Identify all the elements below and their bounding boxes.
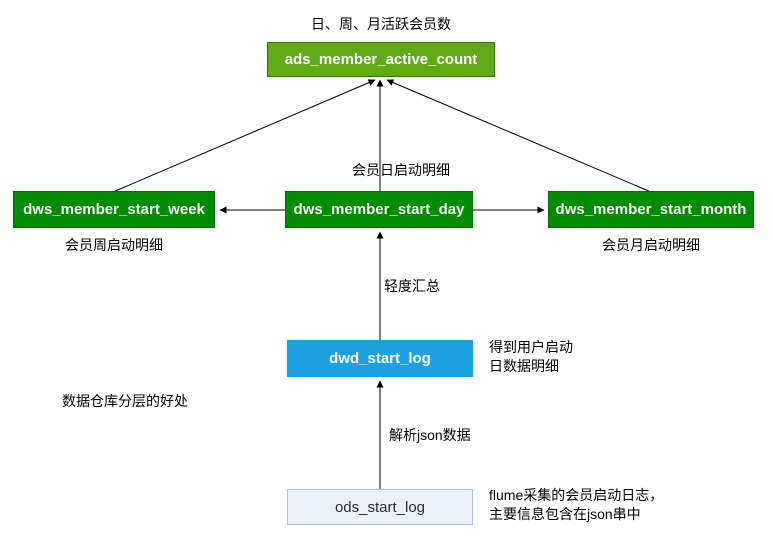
node-ods-start-log: ods_start_log	[287, 489, 473, 525]
edge-week-to-ads-arrow	[112, 79, 376, 193]
ods-note-line1: flume采集的会员启动日志，	[489, 487, 664, 503]
node-dwd-start-log: dwd_start_log	[287, 340, 473, 377]
node-dws-member-start-day: dws_member_start_day	[285, 191, 473, 228]
node-ads-member-active-count: ads_member_active_count	[267, 42, 495, 77]
dwd-note: 得到用户启动 日数据明细	[489, 338, 573, 376]
ads-top-caption: 日、周、月活跃会员数	[311, 16, 451, 32]
dwd-note-line2: 日数据明细	[489, 358, 559, 374]
side-note-dw-layering: 数据仓库分层的好处	[62, 393, 188, 409]
dwd-note-line1: 得到用户启动	[489, 339, 573, 355]
ods-note-line2: 主要信息包含在json串中	[489, 506, 641, 522]
node-dws-member-start-month: dws_member_start_month	[548, 191, 754, 228]
month-caption: 会员月启动明细	[602, 237, 700, 253]
edge-month-to-ads-arrow	[386, 79, 652, 193]
node-dws-member-start-week: dws_member_start_week	[13, 191, 215, 228]
edge-label-light-aggregation: 轻度汇总	[384, 278, 440, 294]
edge-label-parse-json: 解析json数据	[389, 427, 471, 443]
ods-note: flume采集的会员启动日志， 主要信息包含在json串中	[489, 486, 663, 524]
week-caption: 会员周启动明细	[65, 237, 163, 253]
day-caption: 会员日启动明细	[352, 162, 450, 178]
